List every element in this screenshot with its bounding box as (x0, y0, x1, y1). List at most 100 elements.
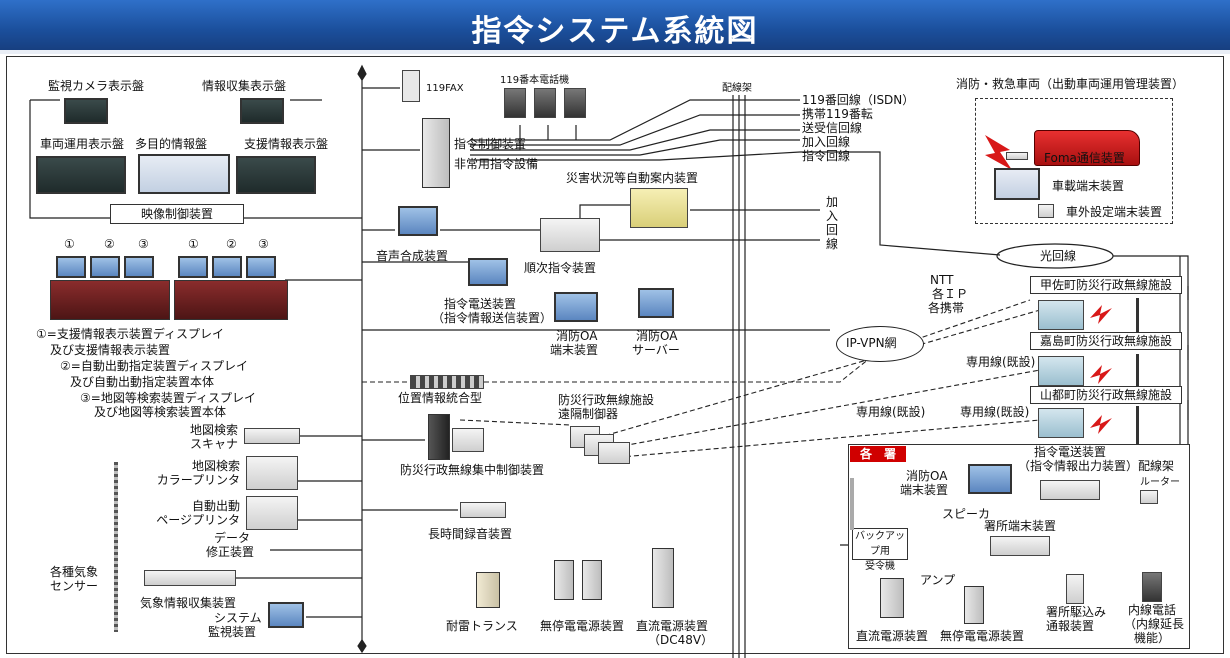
subscriber-label: 加入回線 (802, 135, 851, 149)
station-backup-box: バックアップ用 受令機 (852, 528, 908, 572)
facility-kashima-equipment (1038, 356, 1084, 386)
phone-3 (564, 88, 586, 118)
telex-label-1: 指令電送装置 (444, 297, 517, 311)
console-screen-3 (124, 256, 154, 278)
facility-kosa-antenna (1136, 298, 1139, 338)
station-ext-phone-label-3: 機能） (1134, 631, 1171, 645)
console-screen-4 (178, 256, 208, 278)
circle-number-2: ② (104, 237, 115, 251)
central-control-label: 防災行政無線集中制御装置 (400, 463, 545, 477)
command-line-label: 指令回線 (802, 149, 851, 163)
scanner-label-2: スキャナ (189, 437, 238, 451)
multi-display-panel (138, 154, 230, 194)
console-screen-6 (246, 256, 276, 278)
oa-server-label-1: 消防OA (636, 329, 678, 343)
station-oa-label-1: 消防OA (906, 469, 948, 483)
station-dc-label: 直流電源装置 (856, 629, 929, 643)
transformer-label: 耐雷トランス (446, 619, 518, 633)
diagram-frame (6, 56, 1224, 654)
oa-server-label-2: サーバー (632, 343, 680, 357)
location-device (410, 375, 484, 389)
remote-to-kosa (589, 309, 1041, 441)
page-title: 指令システム系統図 (471, 14, 759, 49)
circle-number-3: ③ (138, 237, 149, 251)
dc-power-cabinet (652, 548, 674, 608)
facility-kashima-antenna (1136, 354, 1139, 394)
fire-truck-image (1034, 130, 1140, 166)
station-telex-device (1040, 480, 1100, 500)
lightning-icon-2 (1090, 365, 1112, 384)
telex-screen (468, 258, 508, 286)
onboard-label: 車載端末装置 (1052, 179, 1125, 193)
console-screen-2 (90, 256, 120, 278)
oa-server-screen (638, 288, 674, 318)
subscriber-vertical-3: 回 (826, 223, 839, 237)
console-desk-1 (50, 280, 170, 320)
central-control-console (452, 428, 484, 452)
station-backup-label-2: 受令機 (865, 561, 895, 572)
ntt-label-2: 各ＩＰ (932, 287, 969, 301)
send-receive-label: 送受信回線 (802, 121, 863, 135)
multi-display-label: 多目的情報盤 (135, 137, 208, 151)
recorder-device (460, 502, 506, 518)
vehicle-display-panel (36, 156, 126, 194)
station-ups-label: 無停電電源装置 (940, 629, 1025, 643)
phone-2 (534, 88, 556, 118)
subscriber-vertical-4: 線 (826, 237, 839, 251)
disaster-guide-device (630, 188, 688, 228)
station-rush-label-1: 署所駆込み (1046, 605, 1107, 619)
circle-number-4: ① (188, 237, 199, 251)
leased-label-1: 専用線(既設) (966, 355, 1036, 369)
weather-collector-label: 気象情報収集装置 (140, 596, 237, 610)
remote-device-3 (598, 442, 630, 464)
vehicle-display-label: 車両運用表示盤 (40, 137, 125, 151)
console-screen-1 (56, 256, 86, 278)
transformer-cabinet (476, 572, 500, 608)
station-ext-phone-label-1: 内線電話 (1128, 603, 1177, 617)
station-speaker-label: スピーカ (942, 507, 991, 521)
lightning-group (985, 135, 1112, 434)
fax-machine (402, 70, 420, 102)
weather-sensor-tower (114, 462, 118, 632)
data-fix-label-1: データ (214, 531, 251, 545)
data-fix-label-2: 修正装置 (206, 545, 255, 559)
ups-cabinet-1 (554, 560, 574, 600)
station-mdf-label: 配線架 (1138, 459, 1175, 473)
scanner-label-1: 地図検索 (189, 423, 238, 437)
location-to-vpn (484, 349, 881, 383)
mobile-label: 携帯119番転 (802, 107, 873, 121)
legend-line-2: 及び支援情報表示装置 (50, 343, 171, 357)
station-backup-label-1: バックアップ用 (855, 531, 905, 557)
dc-power-label-1: 直流電源装置 (636, 619, 709, 633)
mdf-label: 配線架 (722, 83, 752, 94)
console-desk-2 (174, 280, 288, 320)
lightning-icon-1 (1090, 305, 1112, 324)
station-ups-cabinet (964, 586, 984, 624)
central-control-rack (428, 414, 450, 460)
phone-1 (504, 88, 526, 118)
leased-label-2: 専用線(既設) (856, 405, 926, 419)
station-backup-antenna (850, 478, 854, 530)
command-control-cabinet (422, 118, 450, 188)
vehicle-box (975, 98, 1173, 224)
legend-line-5: ③=地図等検索装置ディスプレイ (80, 391, 256, 405)
oa-terminal-label-1: 消防OA (556, 329, 598, 343)
voice-synth-screen (398, 206, 438, 236)
sequential-device (540, 218, 600, 252)
vehicle-lightning-icon (985, 135, 1012, 170)
station-rush-label-2: 通報装置 (1046, 619, 1095, 633)
ntt-label-1: NTT (930, 273, 954, 287)
weather-sensor-label-2: センサー (50, 579, 99, 593)
facility-kosa-equipment (1038, 300, 1084, 330)
location-label: 位置情報統合型 (398, 391, 483, 405)
sequential-to-guide (579, 204, 630, 218)
sequential-label: 順次指令装置 (524, 261, 597, 275)
circle-number-5: ② (226, 237, 237, 251)
send-receive-line (470, 129, 800, 151)
external-device (1038, 204, 1054, 218)
bus-bottom-marker (357, 638, 367, 654)
title-bar (0, 0, 1230, 50)
support-display-panel (236, 156, 316, 194)
facility-yamato-equipment (1038, 408, 1084, 438)
legend-line-4: 及び自動出動指定装置本体 (70, 375, 215, 389)
